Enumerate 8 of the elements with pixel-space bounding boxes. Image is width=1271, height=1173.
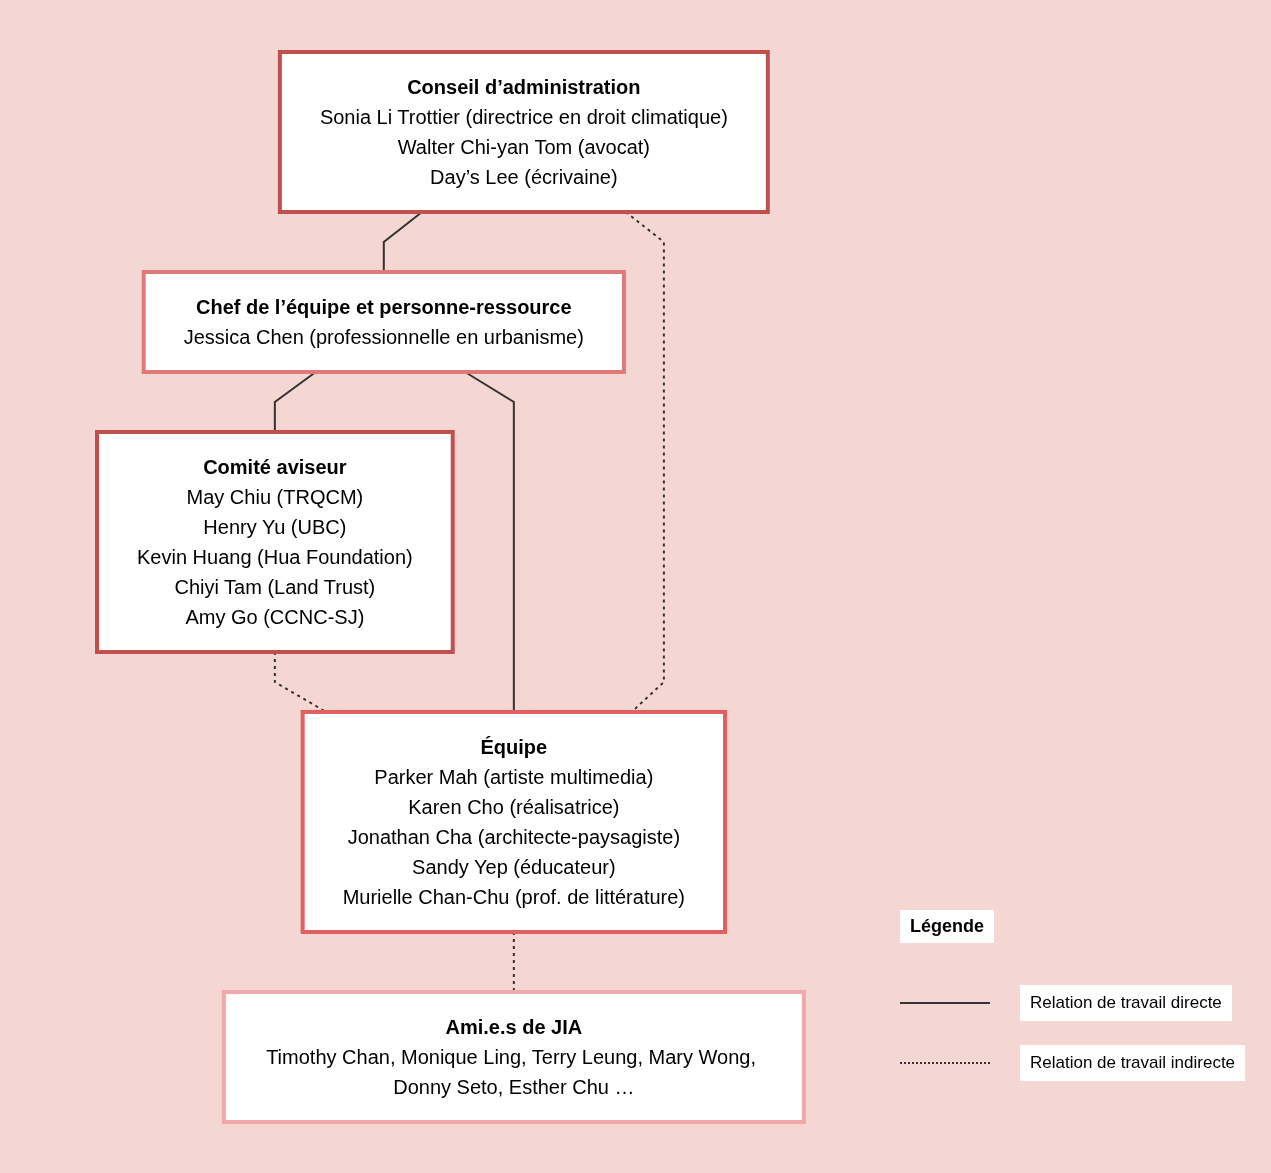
legend-title: Légende — [900, 910, 994, 943]
node-box: Ami.e.s de JIA Timothy Chan, Monique Ling, Terry Leung, Mary Wong, Donny Seto, Esther Chu … — [221, 989, 806, 1124]
node-box: Équipe Parker Mah (artiste multimedia) Karen Cho (réalisatrice) Jonathan Cha (architecte-paysagiste) Sandy Yep (éducateur) Murielle Chan-Chu (prof. de littérature) — [300, 709, 727, 934]
node-box: Comité aviseur May Chiu (TRQCM) Henry Yu (UBC) Kevin Huang (Hua Foundation) Chiyi Tam (Land Trust) Amy Go (CCNC-SJ) — [94, 429, 455, 654]
legend-text: Relation de travail indirecte — [1020, 1045, 1246, 1081]
legend-text: Relation de travail directe — [1020, 985, 1232, 1021]
node-box: Conseil d’administration Sonia Li Trottier (directrice en droit climatique) Walter Chi-yan Tom (avocat) Day’s Lee (écrivaine) — [277, 49, 770, 214]
node-box: Chef de l’équipe et personne-ressource Jessica Chen (professionnelle en urbanisme) — [141, 269, 626, 374]
